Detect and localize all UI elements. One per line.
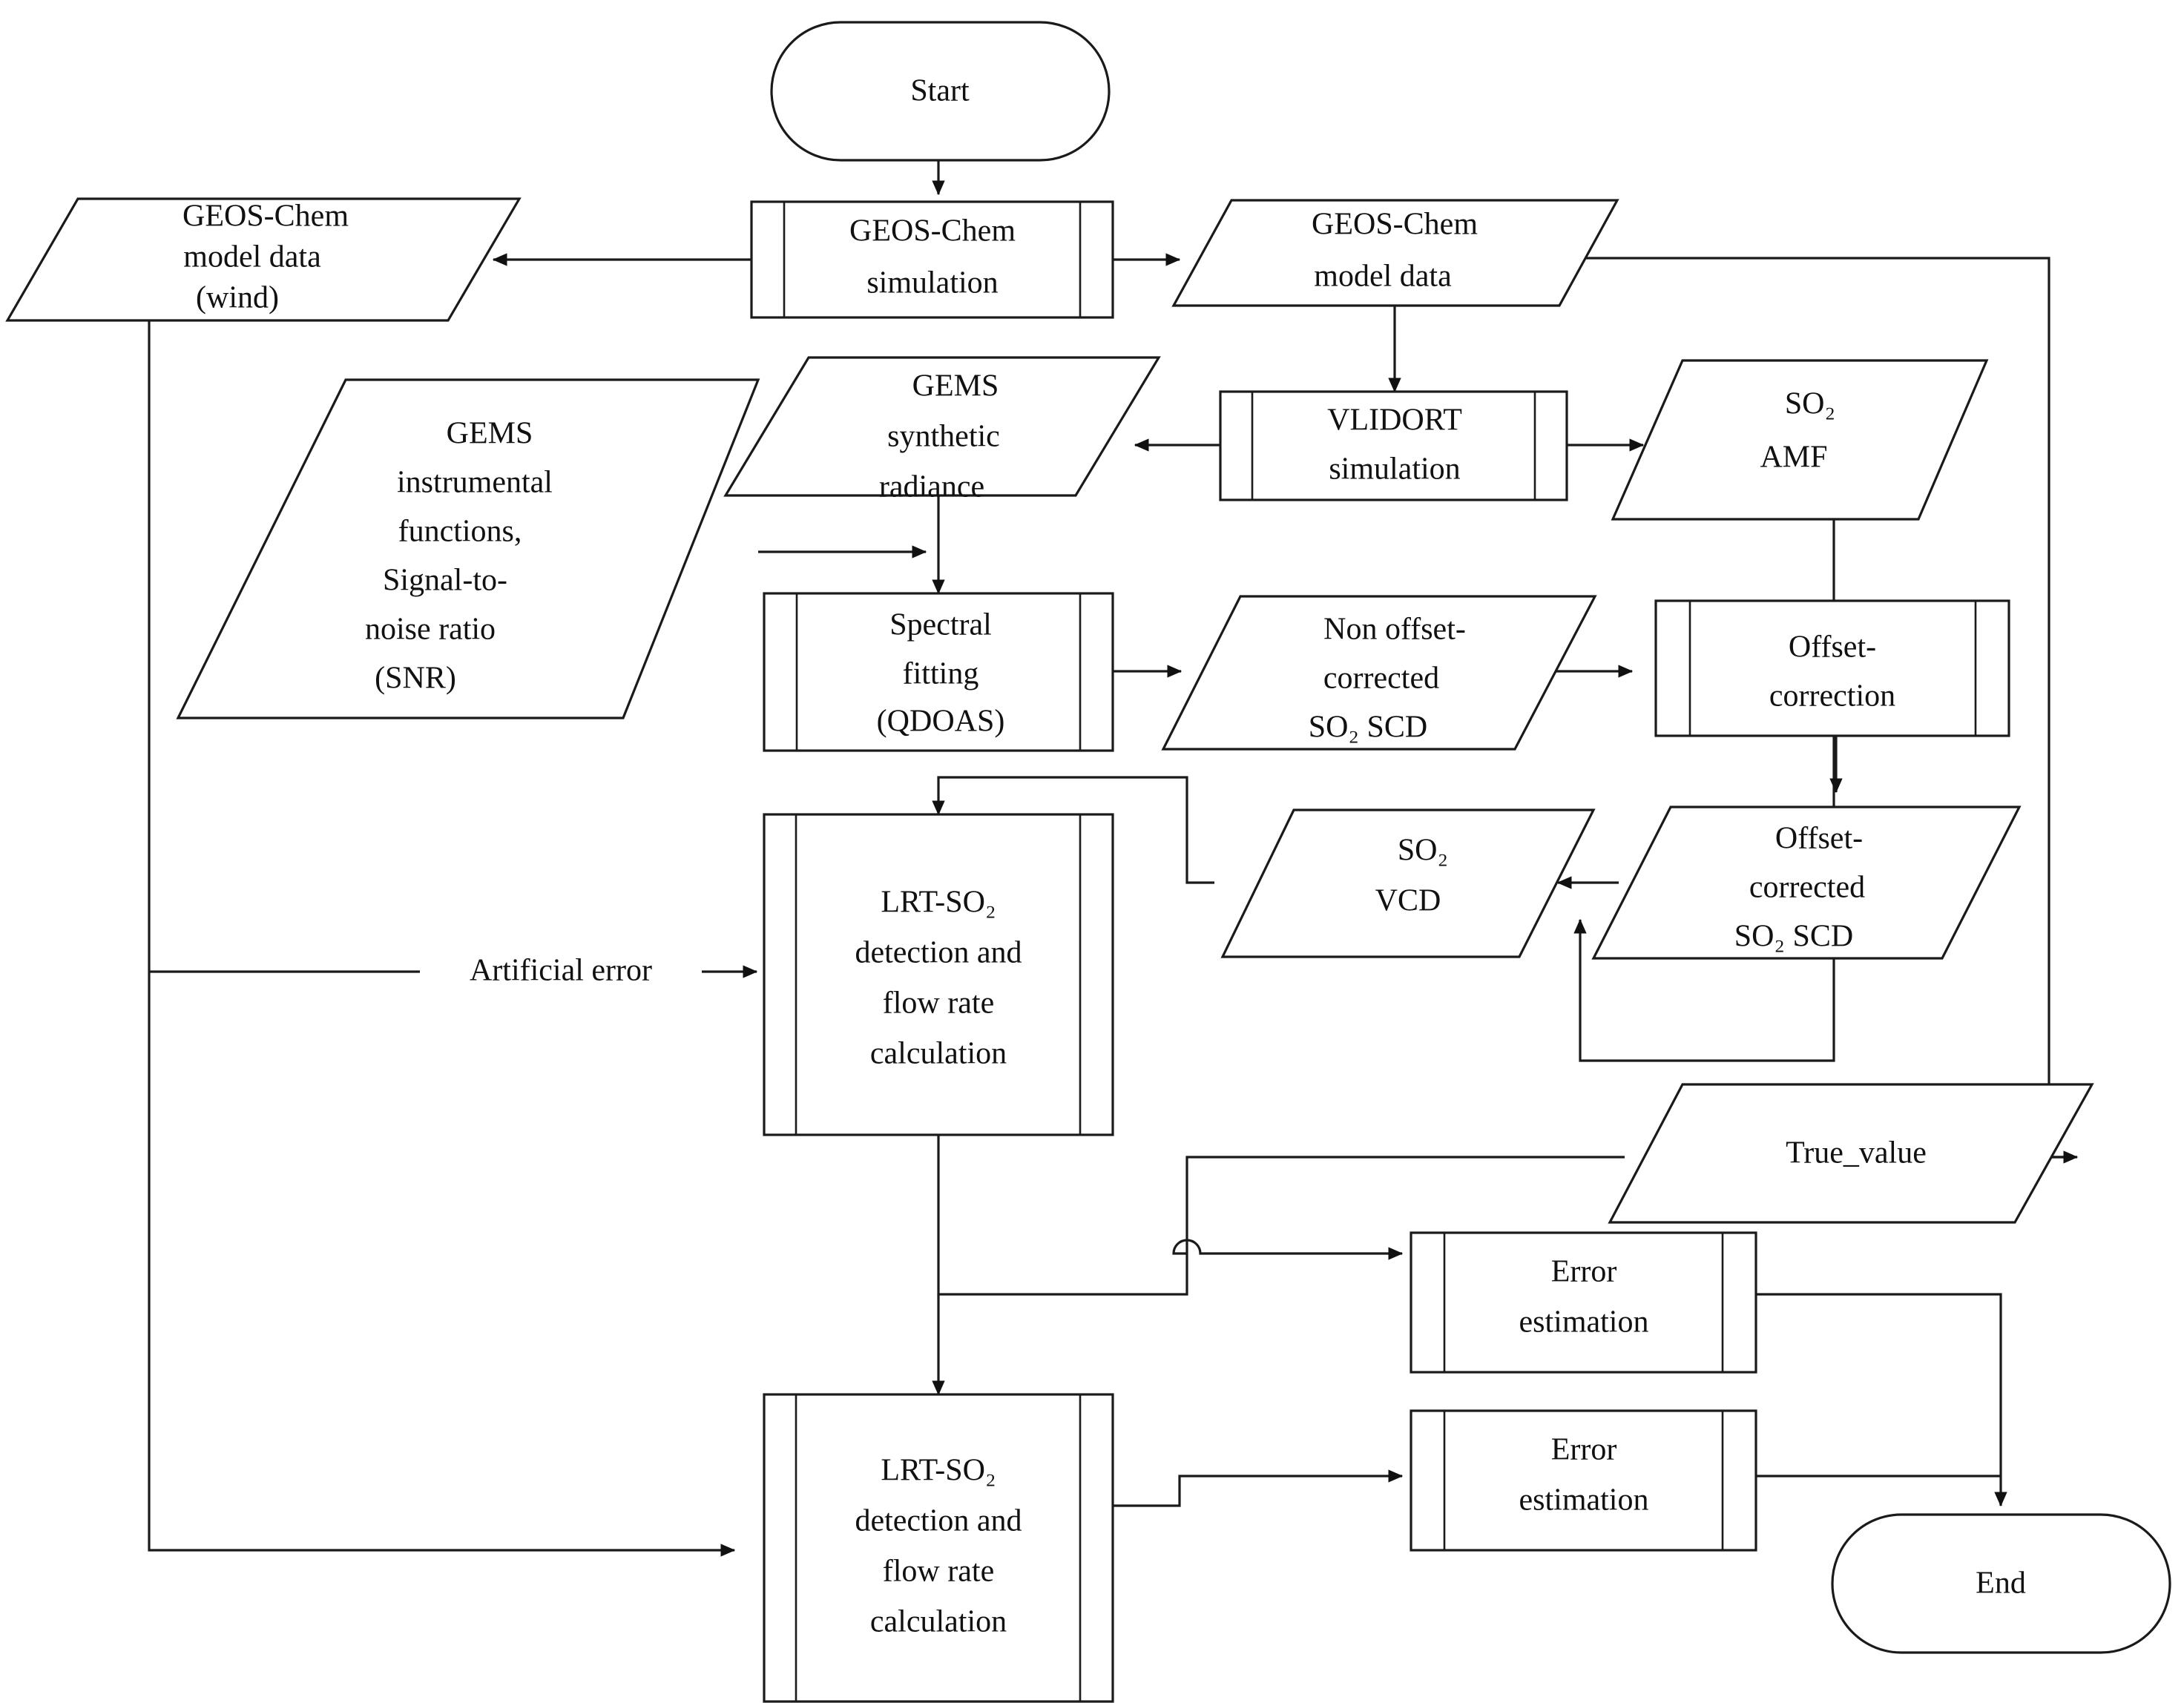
node-offset-correction[interactable]: Offset- correction [1654,599,2010,737]
geos-model-data-label-line-1: GEOS-Chem [1312,208,1478,242]
gems-instrument-label-line-3: functions, [398,515,522,549]
offset-scd-label-line-2: corrected [1749,871,1865,905]
start-terminator-shape [770,21,1111,162]
artificial-error-label: Artificial error [470,954,652,988]
offset-correction-shape [1654,599,2010,737]
node-non-offset-corrected-so2-scd[interactable]: Non offset- corrected SO₂ SCD [1161,595,1597,751]
offset-scd-shape [1591,806,2022,960]
gems-instrument-label-line-6: (SNR) [375,662,456,696]
gems-instrument-label-line-1: GEMS [447,417,533,451]
geos-sim-shape [750,200,1114,319]
edge-lrt-bottom-to-error-est-bottom [1113,1469,1404,1507]
so2-amf-label-line-1: SO₂ [1785,387,1835,421]
edge-lrt-top-down-stub [937,1135,1188,1296]
true-value-shape [1608,1083,2094,1224]
spectral-fitting-label-line-3: (QDOAS) [877,705,1005,739]
node-lrt-so2-detection-top[interactable]: LRT-SO₂ detection and flow rate calculat… [763,813,1114,1136]
edge-error-est-top-to-end [1756,1293,2007,1507]
geos-wind-label-line-2: model data [183,240,321,274]
node-start[interactable]: Start [770,21,1111,162]
start-label: Start [910,74,970,108]
edge-label-artificial-error: Artificial error [420,951,702,994]
edge-true-value-to-error-est-top [1172,1239,1404,1260]
node-geos-chem-simulation[interactable]: GEOS-Chem simulation [750,200,1114,319]
node-true-value[interactable]: True_value [1608,1083,2094,1224]
end-terminator-shape [1831,1513,2171,1654]
offset-scd-label-line-1: Offset- [1775,822,1863,856]
lrt-top-label-line-1: LRT-SO₂ [881,886,996,920]
geos-model-data-shape [1171,199,1619,307]
vlidort-label-line-2: simulation [1329,452,1460,487]
lrt-bottom-label-line-3: flow rate [883,1555,994,1589]
so2-vcd-label-line-1: SO₂ [1398,834,1448,868]
end-label: End [1976,1567,2026,1601]
so2-vcd-shape [1220,808,1596,958]
gems-instrument-shape [176,378,760,719]
so2-amf-shape [1611,359,1989,521]
non-offset-scd-label-line-3: SO₂ SCD [1309,711,1428,745]
non-offset-scd-label-line-1: Non offset- [1323,613,1466,647]
node-lrt-so2-detection-bottom[interactable]: LRT-SO₂ detection and flow rate calculat… [763,1393,1114,1703]
lrt-top-label-line-3: flow rate [883,986,994,1021]
geos-sim-label-line-1: GEOS-Chem [849,214,1016,248]
lrt-top-label-line-4: calculation [870,1037,1007,1071]
error-est-bottom-label-line-2: estimation [1519,1483,1649,1518]
node-gems-synthetic-radiance[interactable]: GEMS synthetic radiance [723,356,1161,504]
lrt-bottom-shape [763,1393,1114,1703]
node-so2-vcd[interactable]: SO₂ VCD [1220,808,1596,958]
node-vlidort-simulation[interactable]: VLIDORT simulation [1219,390,1568,501]
gems-instrument-label-line-5: noise ratio [365,613,496,647]
spectral-fitting-label-line-2: fitting [903,657,979,691]
node-geos-chem-model-data-wind[interactable]: GEOS-Chem model data (wind) [5,197,522,322]
offset-correction-label-line-1: Offset- [1789,630,1876,665]
lrt-top-label-line-2: detection and [855,936,1022,970]
edge-geos-wind-to-lrt-bottom [148,320,736,1557]
vlidort-label-line-1: VLIDORT [1327,403,1462,438]
error-est-top-label-line-2: estimation [1519,1305,1649,1340]
node-error-estimation-top[interactable]: Error estimation [1410,1231,1757,1374]
spectral-fitting-shape [763,592,1114,752]
gems-instrument-label-line-2: instrumental [397,466,553,500]
lrt-bottom-label-line-4: calculation [870,1605,1007,1639]
gems-radiance-shape [723,356,1161,497]
error-est-top-label-line-1: Error [1551,1255,1617,1289]
non-offset-scd-label-line-2: corrected [1323,662,1439,696]
so2-amf-label-line-2: AMF [1760,441,1827,475]
artificial-error-label-bg [420,951,702,994]
gems-radiance-label-line-2: synthetic [887,420,1000,454]
lrt-top-shape [763,813,1114,1136]
spectral-fitting-label-line-1: Spectral [889,608,992,642]
gems-radiance-label-line-1: GEMS [912,369,999,403]
edge-true-value-left-seg [1185,1156,1625,1254]
so2-vcd-label-line-2: VCD [1375,884,1441,918]
gems-radiance-label-line-3: radiance [879,470,984,504]
offset-correction-label-line-2: correction [1769,679,1895,714]
geos-sim-label-line-2: simulation [866,266,998,300]
lrt-bottom-label-line-2: detection and [855,1504,1022,1538]
geos-wind-label-line-3: (wind) [196,281,279,315]
edge-so2-vcd-to-lrt-top [932,776,1214,884]
node-error-estimation-bottom[interactable]: Error estimation [1410,1409,1757,1552]
error-est-top-shape [1410,1231,1757,1374]
geos-wind-label-line-1: GEOS-Chem [182,200,349,234]
node-gems-instrumental-functions[interactable]: GEMS instrumental functions, Signal-to- … [176,378,760,719]
vlidort-shape [1219,390,1568,501]
node-so2-amf[interactable]: SO₂ AMF [1611,359,1989,521]
gems-instrument-label-line-4: Signal-to- [383,564,507,598]
node-spectral-fitting[interactable]: Spectral fitting (QDOAS) [763,592,1114,752]
error-est-bottom-shape [1410,1409,1757,1552]
geos-wind-shape [5,197,522,322]
non-offset-scd-shape [1161,595,1597,751]
node-offset-corrected-so2-scd[interactable]: Offset- corrected SO₂ SCD [1591,806,2022,960]
offset-scd-label-line-3: SO₂ SCD [1734,920,1854,954]
geos-model-data-label-line-2: model data [1314,260,1452,294]
true-value-label: True_value [1786,1136,1927,1170]
error-est-bottom-label-line-1: Error [1551,1433,1617,1467]
lrt-bottom-label-line-1: LRT-SO₂ [881,1454,996,1488]
node-geos-chem-model-data[interactable]: GEOS-Chem model data [1171,199,1619,307]
node-end[interactable]: End [1831,1513,2171,1654]
